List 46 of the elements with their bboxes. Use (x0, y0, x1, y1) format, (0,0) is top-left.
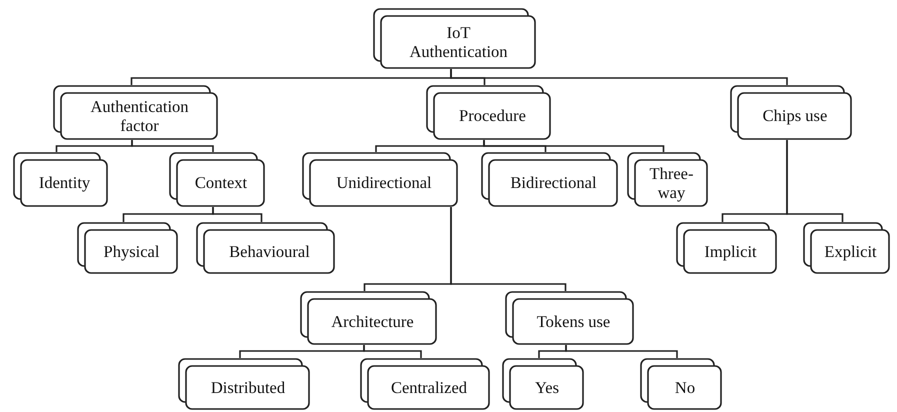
stacked-box (373, 8, 536, 69)
connector-line (450, 69, 788, 85)
node-label: Behavioural (229, 242, 310, 262)
stacked-box (730, 85, 852, 140)
stacked-box (502, 358, 584, 410)
node-label: Procedure (459, 107, 526, 126)
node-label: Distributed (210, 378, 286, 398)
node-label: Implicit (704, 242, 757, 262)
node-label: IoT Authentication (408, 24, 509, 62)
stacked-box (53, 85, 218, 140)
connector-line (363, 345, 422, 358)
connector-line (212, 207, 262, 222)
stacked-box (300, 291, 437, 345)
stacked-box (169, 152, 265, 207)
stacked-box (178, 358, 310, 410)
stacked-box (360, 358, 490, 410)
node-label: Tokens use (536, 312, 610, 332)
connector-line (450, 207, 566, 291)
node-label: Context (194, 174, 248, 193)
stacked-box (302, 152, 458, 207)
node-label: Centralized (390, 378, 468, 398)
node-label: Explicit (824, 242, 877, 262)
stacked-box (803, 222, 890, 274)
stacked-box (640, 358, 722, 410)
node-label: Unidirectional (336, 174, 432, 193)
node-label: Yes (534, 378, 559, 398)
connector-line (786, 140, 844, 222)
stacked-box (676, 222, 777, 274)
node-label: Authentication factor (89, 98, 190, 136)
stacked-box (13, 152, 108, 207)
node-label: Physical (104, 242, 160, 262)
connector-line (565, 345, 678, 358)
stacked-box (505, 291, 634, 345)
node-label: Three-way (648, 164, 694, 202)
stacked-box (481, 152, 618, 207)
stacked-box (426, 85, 551, 140)
stacked-box (627, 152, 708, 207)
node-label: No (674, 378, 696, 398)
connector-line (483, 140, 664, 152)
node-label: Identity (38, 174, 90, 193)
stacked-box (196, 222, 335, 274)
node-label: Chips use (762, 107, 828, 126)
node-label: Bidirectional (510, 174, 597, 193)
node-label: Architecture (331, 312, 414, 332)
connector-line (131, 140, 214, 152)
stacked-box (77, 222, 178, 274)
